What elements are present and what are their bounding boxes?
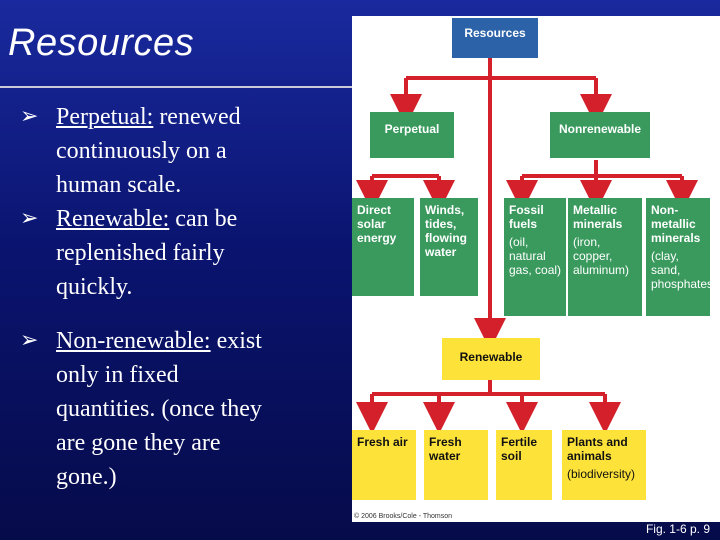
node-nonrenewable: Nonrenewable xyxy=(550,112,650,158)
bullet-perpetual: ➢ Perpetual: renewed continuously on a h… xyxy=(20,100,241,304)
node-detail: (iron, copper, aluminum) xyxy=(573,235,630,277)
node-fertile-soil: Fertile soil xyxy=(496,430,552,500)
arrow-bullet-icon: ➢ xyxy=(20,206,39,231)
copyright-credit: © 2006 Brooks/Cole - Thomson xyxy=(354,513,453,520)
node-title: Fresh water xyxy=(429,435,462,463)
resources-diagram: Resources Perpetual Nonrenewable Direct … xyxy=(352,16,720,522)
arrow-bullet-icon: ➢ xyxy=(20,104,39,129)
connector-lines xyxy=(356,58,698,434)
node-detail: (clay, sand, phosphates) xyxy=(651,249,718,291)
node-fresh-water: Fresh water xyxy=(424,430,488,500)
node-detail: (oil, natural gas, coal) xyxy=(509,235,562,277)
node-renewable: Renewable xyxy=(442,338,540,380)
node-perpetual: Perpetual xyxy=(370,112,454,158)
term-perpetual: Perpetual: xyxy=(56,104,154,130)
slide-title: Resources xyxy=(8,22,195,64)
node-title: Fertile soil xyxy=(501,435,538,463)
term-nonrenewable: Non-renewable: xyxy=(56,328,211,354)
node-title: Direct solar energy xyxy=(357,203,397,245)
arrow-bullet-icon: ➢ xyxy=(20,328,39,353)
bullet-text: can be xyxy=(169,206,238,232)
node-resources: Resources xyxy=(452,18,538,58)
node-nonmetallic-minerals: Non-metallic minerals (clay, sand, phosp… xyxy=(646,198,718,316)
node-title: Fresh air xyxy=(357,435,408,449)
bullet-text: exist xyxy=(210,328,262,354)
node-title: Metallic minerals xyxy=(573,203,623,231)
figure-reference: Fig. 1-6 p. 9 xyxy=(645,522,710,536)
node-title: Plants and animals xyxy=(567,435,628,463)
term-renewable: Renewable: xyxy=(56,206,170,232)
bullet-text: are gone they are xyxy=(56,430,221,456)
node-detail: (biodiversity) xyxy=(567,467,636,481)
bullet-text: only in fixed xyxy=(56,362,179,388)
bullet-text: gone.) xyxy=(56,464,117,490)
bullet-text: replenished fairly xyxy=(56,240,225,266)
bullet-text: quantities. (once they xyxy=(56,396,262,422)
bullet-nonrenewable: ➢ Non-renewable: exist only in fixed qua… xyxy=(20,324,262,494)
node-winds-tides-water: Winds, tides, flowing water xyxy=(420,198,478,296)
node-direct-solar-energy: Direct solar energy xyxy=(352,198,414,296)
node-title: Fossil fuels xyxy=(509,203,544,231)
bullet-text: human scale. xyxy=(56,172,182,198)
node-fresh-air: Fresh air xyxy=(352,430,416,500)
bullet-text: continuously on a xyxy=(56,138,227,164)
title-divider xyxy=(0,86,352,88)
node-metallic-minerals: Metallic minerals (iron, copper, aluminu… xyxy=(568,198,642,316)
node-fossil-fuels: Fossil fuels (oil, natural gas, coal) xyxy=(504,198,566,316)
node-title: Non-metallic minerals xyxy=(651,203,701,245)
node-plants-animals: Plants and animals (biodiversity) xyxy=(562,430,646,500)
node-title: Winds, tides, flowing water xyxy=(425,203,467,259)
bullet-text: quickly. xyxy=(56,274,133,300)
bullet-text: renewed xyxy=(153,104,241,130)
